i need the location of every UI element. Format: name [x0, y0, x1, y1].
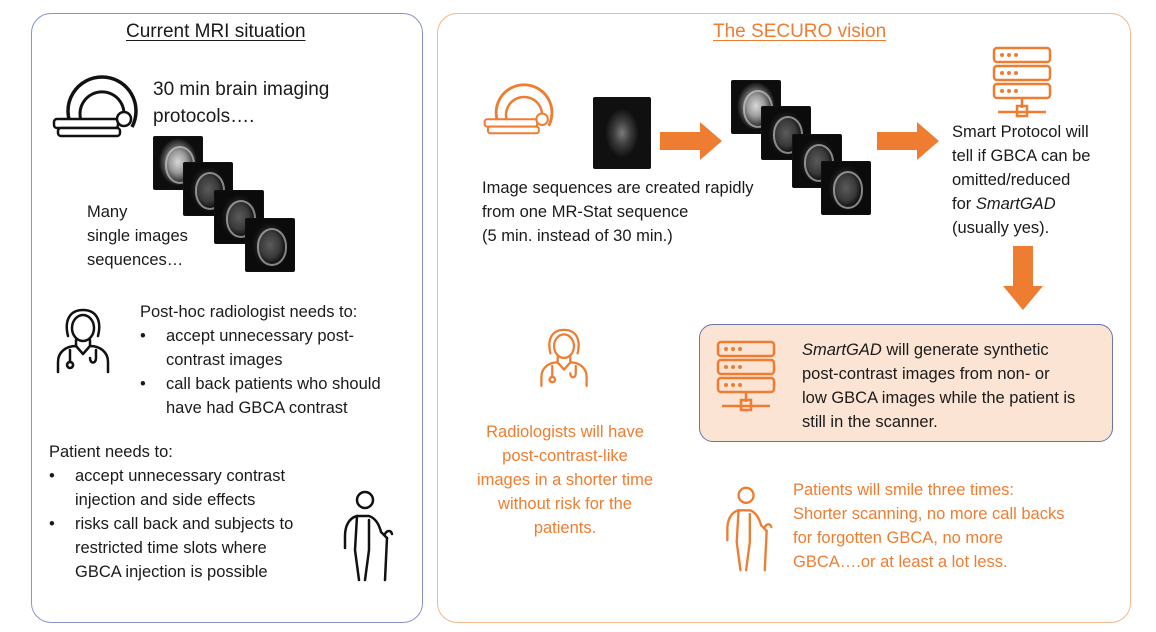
smart-protocol-line-4: for SmartGAD [952, 195, 1056, 213]
patients-line-1: Patients will smile three times: [793, 481, 1014, 499]
radiologist-heading: Post-hoc radiologist needs to: [140, 303, 358, 321]
smart-protocol-line-1: Smart Protocol will [952, 123, 1089, 141]
securo-vision-panel [437, 13, 1131, 623]
list-item: risks call back and subjects torestricte… [46, 512, 293, 584]
sequence-line-3: (5 min. instead of 30 min.) [482, 227, 673, 245]
smart-protocol-line-5: (usually yes). [952, 219, 1050, 237]
patient-heading: Patient needs to: [49, 443, 173, 461]
patients-line-3: for forgotten GBCA, no more [793, 529, 1004, 547]
protocol-line-2: protocols…. [153, 106, 255, 127]
arrow-right-icon [877, 122, 939, 160]
protocol-line-1: 30 min brain imaging [153, 79, 330, 100]
many-line-3: sequences… [87, 251, 184, 269]
arrow-down-icon [1003, 246, 1043, 310]
radiologists-line-3: images in a shorter time [476, 471, 654, 489]
radiologists-line-2: post-contrast-like [502, 447, 628, 465]
synth-line-3: low GBCA images while the patient is [802, 389, 1076, 407]
mri-scanner-icon [483, 83, 554, 135]
elderly-patient-icon [726, 486, 773, 572]
right-panel-title: The SECURO vision [713, 21, 887, 42]
sequence-line-1: Image sequences are created rapidly [482, 179, 754, 197]
mri-scanner-icon [52, 75, 138, 138]
arrow-right-icon [660, 122, 722, 160]
patients-line-4: GBCA….or at least a lot less. [793, 553, 1008, 571]
list-item: accept unnecessary post-contrast images [137, 324, 381, 372]
doctor-icon [540, 328, 588, 388]
radiologists-line-1: Radiologists will have [486, 423, 644, 441]
sequence-line-2: from one MR-Stat sequence [482, 203, 689, 221]
mr-stat-image [593, 97, 651, 169]
many-line-2: single images [87, 227, 188, 245]
synth-line-1: SmartGAD will generate synthetic [802, 341, 1049, 359]
radiologists-line-5: patients. [533, 519, 597, 537]
doctor-icon [56, 308, 110, 374]
synth-line-4: still in the scanner. [802, 413, 938, 431]
smart-protocol-line-3: omitted/reduced [952, 171, 1071, 189]
current-mri-panel [31, 13, 423, 623]
server-icon [716, 340, 776, 412]
mri-image-4 [245, 218, 295, 272]
many-line-1: Many [87, 203, 128, 221]
generated-image-4 [821, 161, 871, 215]
left-panel-title: Current MRI situation [126, 21, 306, 42]
server-icon [992, 46, 1052, 118]
elderly-patient-icon [343, 490, 394, 582]
smart-protocol-line-2: tell if GBCA can be [952, 147, 1091, 165]
smartgad-box [699, 324, 1113, 442]
synth-line-2: post-contrast images from non- or [802, 365, 1050, 383]
radiologist-needs-list: accept unnecessary post-contrast images … [137, 324, 381, 420]
radiologists-line-4: without risk for the [498, 495, 632, 513]
patients-line-2: Shorter scanning, no more call backs [793, 505, 1065, 523]
